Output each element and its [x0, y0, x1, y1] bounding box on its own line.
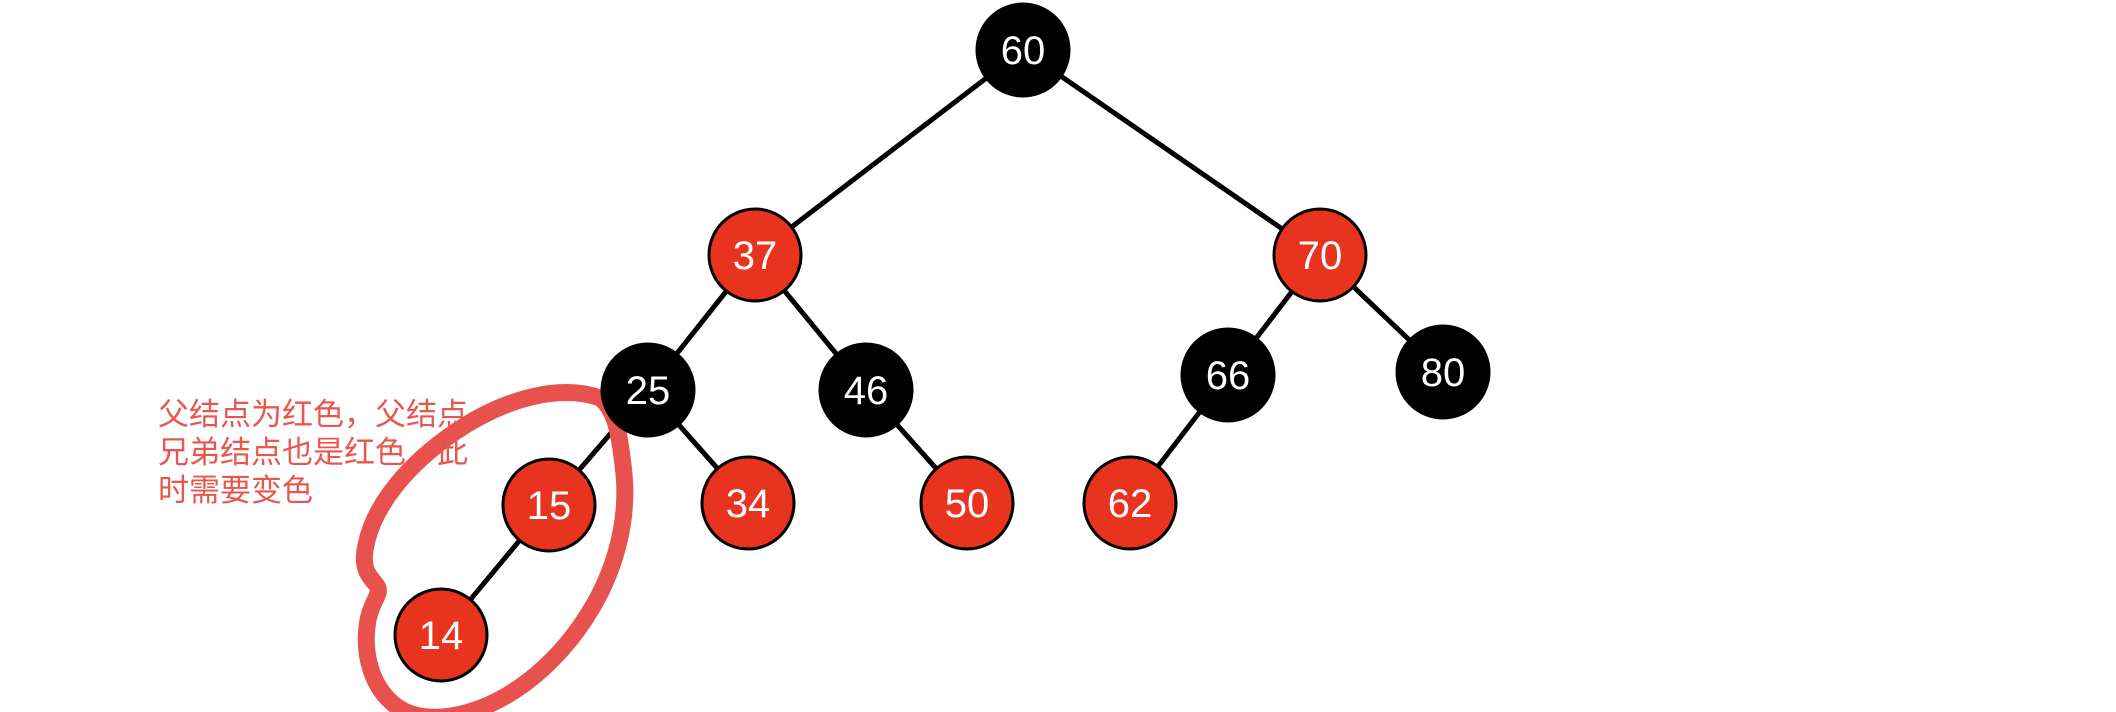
tree-node-37[interactable]: 37	[707, 207, 803, 303]
tree-edge	[1055, 71, 1288, 234]
node-label: 37	[733, 234, 778, 278]
tree-edge	[465, 534, 525, 606]
tree-edge	[671, 285, 732, 360]
tree-node-25[interactable]: 25	[600, 342, 696, 438]
node-circle-black[interactable]	[818, 342, 914, 438]
node-circle-red[interactable]	[919, 455, 1015, 551]
tree-node-62[interactable]: 62	[1082, 455, 1178, 551]
annotation-text: 父结点为红色，父结点兄弟结点也是红色，此时需要变色	[158, 397, 468, 508]
tree-node-80[interactable]: 80	[1395, 324, 1491, 420]
hand-drawn-oval-lasso	[355, 384, 634, 712]
tree-edges-layer	[465, 71, 1416, 606]
node-label: 34	[726, 482, 771, 526]
node-label: 25	[626, 369, 671, 413]
tree-node-66[interactable]: 66	[1180, 327, 1276, 423]
tree-nodes-layer: 60 37 70 25 46 66 80 15 34 50 62 14	[393, 2, 1491, 683]
tree-node-14[interactable]: 14	[393, 587, 489, 683]
node-circle-black[interactable]	[600, 342, 696, 438]
tree-edge	[673, 418, 723, 475]
node-circle-red[interactable]	[1272, 207, 1368, 303]
node-circle-red[interactable]	[707, 207, 803, 303]
node-label: 46	[844, 369, 889, 413]
node-circle-red[interactable]	[700, 455, 796, 551]
node-label: 80	[1421, 351, 1466, 395]
node-label: 62	[1108, 482, 1153, 526]
node-label: 15	[527, 484, 572, 528]
tree-node-15[interactable]: 15	[501, 457, 597, 553]
tree-node-50[interactable]: 50	[919, 455, 1015, 551]
tree-edge	[891, 418, 942, 475]
node-circle-black[interactable]	[1180, 327, 1276, 423]
node-circle-black[interactable]	[1395, 324, 1491, 420]
node-circle-black[interactable]	[975, 2, 1071, 98]
tree-node-34[interactable]: 34	[700, 455, 796, 551]
tree-edge	[1153, 405, 1205, 473]
highlight-lasso-layer	[355, 384, 634, 712]
node-circle-red[interactable]	[501, 457, 597, 553]
tree-edge	[779, 284, 842, 361]
node-label: 70	[1298, 234, 1343, 278]
tree-node-70[interactable]: 70	[1272, 207, 1368, 303]
node-label: 50	[945, 482, 990, 526]
tree-edge	[785, 73, 993, 232]
tree-edge	[1347, 281, 1416, 346]
node-label: 60	[1001, 29, 1046, 73]
node-label: 66	[1206, 354, 1251, 398]
node-circle-red[interactable]	[393, 587, 489, 683]
node-label: 14	[419, 614, 464, 658]
node-circle-red[interactable]	[1082, 455, 1178, 551]
tree-node-46[interactable]: 46	[818, 342, 914, 438]
tree-edge	[1251, 285, 1297, 345]
tree-node-60[interactable]: 60	[975, 2, 1071, 98]
